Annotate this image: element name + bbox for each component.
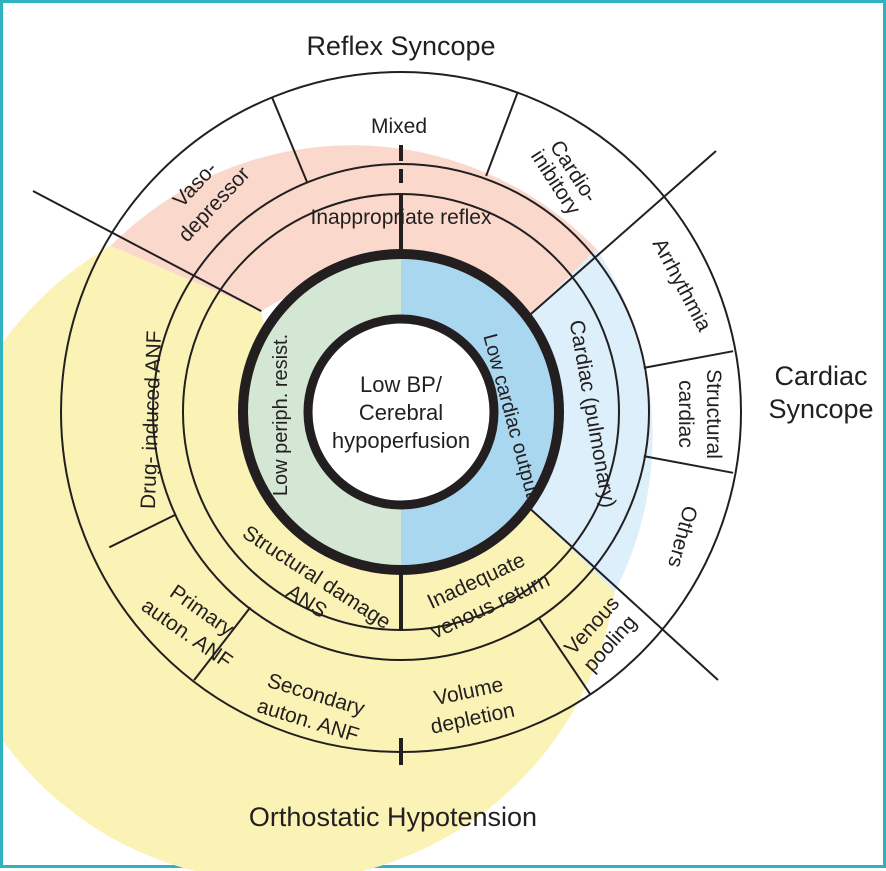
center-line-1: Low BP/ [360, 372, 443, 397]
others-label: Others [663, 503, 702, 570]
center-circle [303, 314, 499, 510]
divider-primary-drug [108, 513, 177, 549]
center-line-3: hypoperfusion [332, 428, 470, 453]
divider-structural-others [643, 455, 734, 474]
divider-secondary-primary [193, 606, 252, 681]
cardiac-syncope-title-2: Syncope [768, 394, 873, 424]
structural-cardiac-line-1: Structural [702, 369, 725, 459]
structural-cardiac-line-2: cardiac [674, 380, 697, 448]
outer-ring-divider [152, 163, 650, 661]
reflex-cardiac-divider [530, 150, 717, 315]
cardiac-orthostatic-divider [530, 508, 719, 681]
low-periph-resist-label: Low periph. resist. [270, 334, 292, 496]
syncope-diagram: Reflex Syncope Cardiac Syncope Orthostat… [3, 31, 874, 871]
divider-volume-pooling [537, 617, 591, 695]
reflex-orthostatic-divider [32, 190, 262, 312]
cardiac-syncope-title-1: Cardiac [774, 361, 867, 391]
inappropriate-reflex-label: Inappropriate reflex [311, 206, 492, 229]
arrhythmia-label: Arrhythmia [648, 235, 716, 336]
orthostatic-hypotension-title: Orthostatic Hypotension [249, 802, 537, 832]
center-line-2: Cerebral [359, 400, 443, 425]
cardiac-sector [531, 249, 653, 592]
divider-mixed-cardio [485, 92, 519, 177]
divider-vaso-mixed [271, 96, 308, 183]
mixed-label: Mixed [371, 115, 427, 138]
orthostatic-sector [3, 245, 615, 871]
reflex-syncope-title: Reflex Syncope [306, 31, 495, 61]
divider-arrhythmia-structural [643, 350, 734, 369]
